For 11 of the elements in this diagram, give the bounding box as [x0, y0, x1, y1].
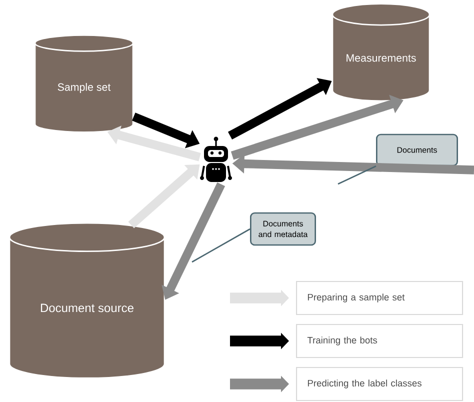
picture — [200, 136, 232, 182]
cylinder: Document source — [8, 222, 166, 379]
legend-box: Training the bots — [296, 324, 464, 358]
callout-box: Documents — [376, 134, 458, 166]
leader-line — [338, 166, 376, 185]
cylinder: Measurements — [332, 3, 430, 102]
cylinder: Sample set — [34, 34, 134, 133]
legend-box: Preparing a sample set — [296, 280, 464, 316]
leader-line — [192, 228, 250, 263]
callout-box: Documents and metadata — [250, 212, 316, 246]
legend-box: Predicting the label classes — [296, 366, 464, 402]
